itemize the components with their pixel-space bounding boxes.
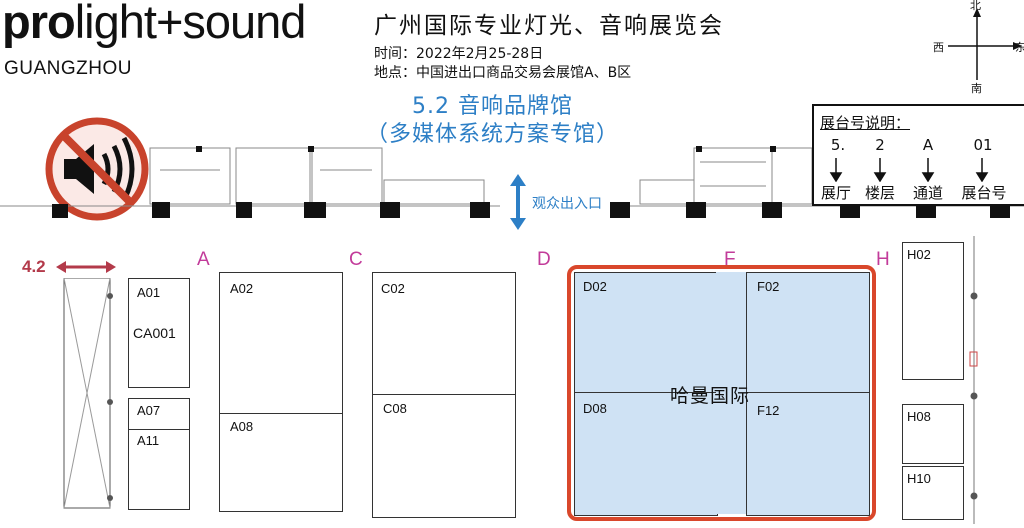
aisle-a-label: A (197, 249, 210, 270)
compass-north: 北 (970, 0, 981, 12)
aisle-h-label: H (876, 249, 890, 270)
booth-f02[interactable]: F02 (746, 272, 870, 394)
corridor-column (58, 277, 116, 510)
booth-a11-label: A11 (137, 433, 160, 448)
exhibition-location: 地点：中国进出口商品交易会展馆A、B区 (374, 65, 632, 81)
booth-h10-label: H10 (907, 471, 931, 486)
booth-c08-label: C08 (383, 401, 407, 416)
entrance-label: 观众出入口 (532, 196, 602, 212)
compass-east: 东 (1015, 41, 1024, 54)
booth-a02-a08[interactable]: A02 A08 (219, 272, 343, 512)
width-arrow-icon (56, 258, 116, 276)
legend-meaning-hall: 展厅 (820, 184, 851, 202)
aisle-f-fill (716, 272, 746, 514)
booth-c02-c08[interactable]: C02 C08 (372, 272, 516, 518)
booth-c02-label: C02 (381, 281, 405, 296)
legend-title: 展台号说明： (820, 114, 911, 132)
booth-d08[interactable]: D08 (574, 392, 718, 516)
logo-rest-text: light+sound (74, 0, 307, 48)
logo: prolight+sound (2, 0, 307, 48)
compass-west: 西 (933, 41, 944, 54)
legend-code-booth: 01 (973, 136, 993, 154)
hall-name: 5.2 音响品牌馆 (412, 94, 573, 119)
booth-a07-label: A07 (137, 403, 161, 418)
booth-h02[interactable]: H02 (902, 242, 964, 380)
booth-h08-label: H08 (907, 409, 931, 424)
entrance-arrow-icon (507, 174, 529, 230)
aisle-c-label: C (349, 249, 363, 270)
legend-code-hall: 5. (830, 136, 846, 154)
exhibitor-name: 哈曼国际 (670, 385, 751, 407)
legend-meaning-floor: 楼层 (864, 184, 895, 202)
exhibition-title: 广州国际专业灯光、音响展览会 (374, 13, 724, 39)
booth-divider (220, 413, 342, 414)
compass-arrows-icon (948, 8, 1022, 80)
exhibition-time: 时间：2022年2月25-28日 (374, 46, 544, 62)
booth-divider (373, 394, 515, 395)
building-wall-plan (0, 140, 1024, 230)
hall-subtitle: （多媒体系统方案专馆） (366, 122, 620, 147)
logo-city: GUANGZHOU (4, 58, 132, 79)
legend-meaning-aisle: 通道 (912, 184, 943, 202)
legend-code-floor: 2 (875, 136, 885, 154)
legend-code-aisle: A (922, 136, 934, 154)
booth-a02-label: A02 (230, 281, 254, 296)
harman-highlight-frame (567, 265, 876, 521)
compass-south: 南 (971, 82, 982, 95)
width-marker-label: 4.2 (22, 257, 46, 276)
legend-meaning-booth: 展台号 (961, 184, 1007, 202)
booth-a07-a11[interactable]: A07 A11 (128, 398, 190, 510)
booth-a01-label: A01 (137, 285, 161, 300)
aisle-d-label: D (537, 249, 551, 270)
booth-divider (129, 429, 189, 430)
booth-d08-label: D08 (583, 401, 607, 416)
right-wall-column (964, 236, 994, 524)
no-sound-icon (38, 116, 156, 222)
compass: 北 南 西 东 (930, 0, 1024, 96)
booth-f12[interactable]: F12 (746, 392, 870, 516)
booth-f12-label: F12 (757, 403, 780, 418)
booth-h08[interactable]: H08 (902, 404, 964, 464)
logo-bold-text: pro (2, 0, 76, 48)
booth-h10[interactable]: H10 (902, 466, 964, 520)
booth-ca001-label: CA001 (133, 325, 176, 341)
aisle-f-label: F (724, 249, 736, 270)
booth-h02-label: H02 (907, 247, 931, 262)
booth-a08-label: A08 (230, 419, 254, 434)
booth-d02-label: D02 (583, 279, 607, 294)
legend-arrows-icon (829, 158, 989, 182)
booth-f02-label: F02 (757, 279, 780, 294)
booth-a01[interactable]: A01 CA001 (128, 278, 190, 388)
booth-number-legend: 展台号说明： 5. 2 A 01 展厅 楼层 通道 展台号 (812, 104, 1024, 206)
